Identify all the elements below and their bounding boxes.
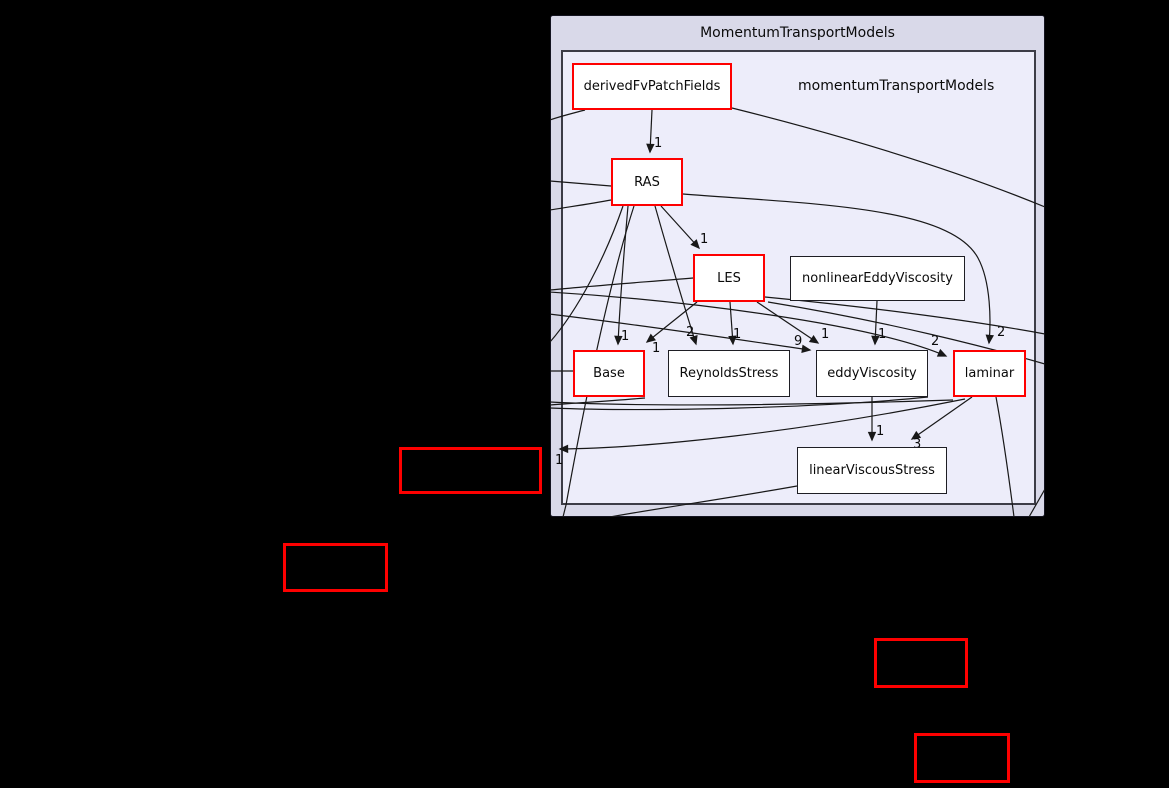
edge-passthrough [550, 199, 612, 211]
edge-derivedFvPatchFields-to-RAS [646, 109, 655, 154]
edge-count-label: 1 [654, 136, 662, 151]
edge-count-label: 1 [821, 327, 829, 342]
edge-count-label: 1 [555, 453, 563, 468]
edge-RAS-to-LES [660, 205, 700, 250]
node-label: laminar [964, 366, 1015, 381]
inner-cluster-title: momentumTransportModels [798, 78, 995, 94]
node-linearViscousStress[interactable]: linearViscousStress [797, 447, 947, 494]
edge-count-label: 3 [913, 437, 921, 452]
edge-laminar-to-linearViscousStress [910, 396, 973, 440]
edge-passthrough [550, 205, 624, 343]
node-external-left[interactable] [399, 447, 542, 494]
edge-external-to-laminar [550, 291, 948, 357]
edge-passthrough [1028, 488, 1045, 517]
edge-count-label: 1 [700, 232, 708, 247]
edge-passthrough [995, 396, 1015, 517]
edge-RAS-to-Base [614, 205, 629, 346]
node-label: eddyViscosity [827, 366, 917, 381]
node-external-bottom-right-1[interactable] [874, 638, 968, 688]
node-RAS[interactable]: RAS [611, 158, 683, 206]
edge-passthrough [731, 107, 1045, 208]
edge-passthrough [609, 485, 798, 517]
node-LES[interactable]: LES [693, 254, 765, 302]
node-external-bottom-right-2[interactable] [914, 733, 1010, 783]
node-label: Base [593, 366, 625, 381]
edge-passthrough [550, 180, 612, 187]
edge-LES-to-Base [645, 301, 698, 343]
edge-count-label: 1 [878, 327, 886, 342]
node-eddyViscosity[interactable]: eddyViscosity [816, 350, 928, 397]
edge-laminar-to-external-left [558, 398, 966, 454]
node-Base[interactable]: Base [573, 350, 645, 397]
edge-passthrough [550, 399, 954, 406]
node-label: nonlinearEddyViscosity [802, 271, 953, 286]
node-label: linearViscousStress [809, 463, 935, 478]
edge-RAS-to-laminar [682, 193, 994, 345]
node-label: derivedFvPatchFields [583, 79, 721, 94]
node-label: RAS [634, 174, 660, 190]
node-ReynoldsStress[interactable]: ReynoldsStress [668, 350, 790, 397]
edge-passthrough [550, 109, 586, 121]
edge-count-label: 2 [997, 325, 1005, 340]
edge-count-label: 1 [621, 329, 629, 344]
outer-cluster-title: MomentumTransportModels [700, 25, 895, 41]
edge-count-label: 9 [794, 334, 802, 349]
node-label: ReynoldsStress [679, 366, 779, 381]
node-external-lower-left[interactable] [283, 543, 388, 592]
edge-count-label: 1 [876, 424, 884, 439]
node-derivedFvPatchFields[interactable]: derivedFvPatchFields [572, 63, 732, 110]
edge-passthrough [764, 296, 1045, 335]
edge-count-label: 2 [931, 334, 939, 349]
edge-LES-to-eddyViscosity [756, 301, 820, 344]
node-nonlinearEddyViscosity[interactable]: nonlinearEddyViscosity [790, 256, 965, 301]
edge-count-label: 1 [733, 327, 741, 342]
edge-passthrough [550, 397, 646, 406]
edge-passthrough [550, 277, 694, 291]
edge-external-to-eddyViscosity [550, 313, 812, 354]
node-laminar[interactable]: laminar [953, 350, 1026, 397]
edge-count-label: 1 [652, 341, 660, 356]
node-label: LES [717, 270, 741, 286]
edge-passthrough [550, 396, 929, 411]
edge-RAS-to-ReynoldsStress [654, 205, 698, 346]
